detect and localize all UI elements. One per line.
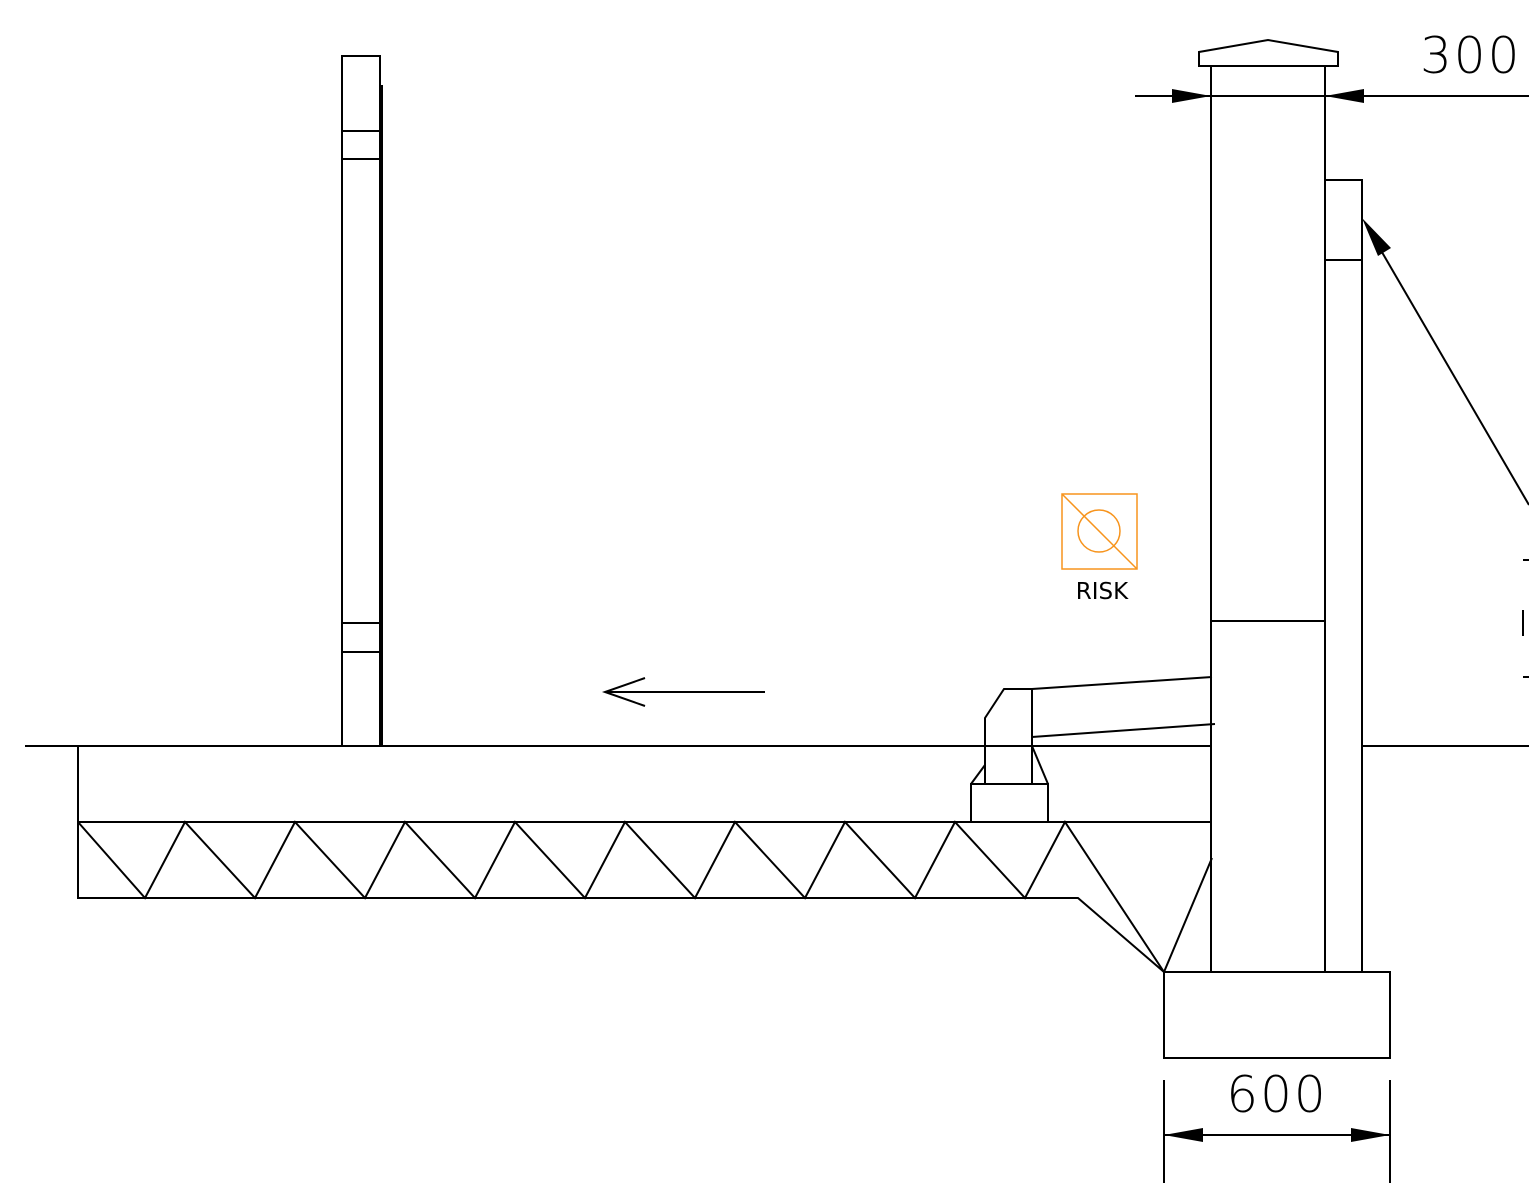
risk-symbol: RISK (1061, 493, 1138, 605)
post-cap (1198, 38, 1339, 67)
direction-arrow (601, 677, 765, 707)
dimension-label-600: 600 (1226, 1066, 1327, 1124)
risk-label: RISK (1076, 579, 1129, 605)
risk-symbol-circle (1077, 509, 1121, 553)
gate-leaf (341, 55, 383, 747)
leader-arrow (1362, 218, 1529, 678)
track-beam (77, 746, 1213, 975)
dimension-label-300: 300 (1420, 27, 1521, 85)
gate-motor (970, 676, 1216, 823)
risk-symbol-box (1061, 493, 1138, 570)
gate-post (1210, 66, 1363, 972)
beam-zigzag-hatch (77, 820, 1213, 975)
dimension-post-width: 300 (1135, 27, 1529, 103)
dimension-footing-width: 600 (1163, 1066, 1391, 1183)
post-footing (1163, 971, 1391, 1059)
